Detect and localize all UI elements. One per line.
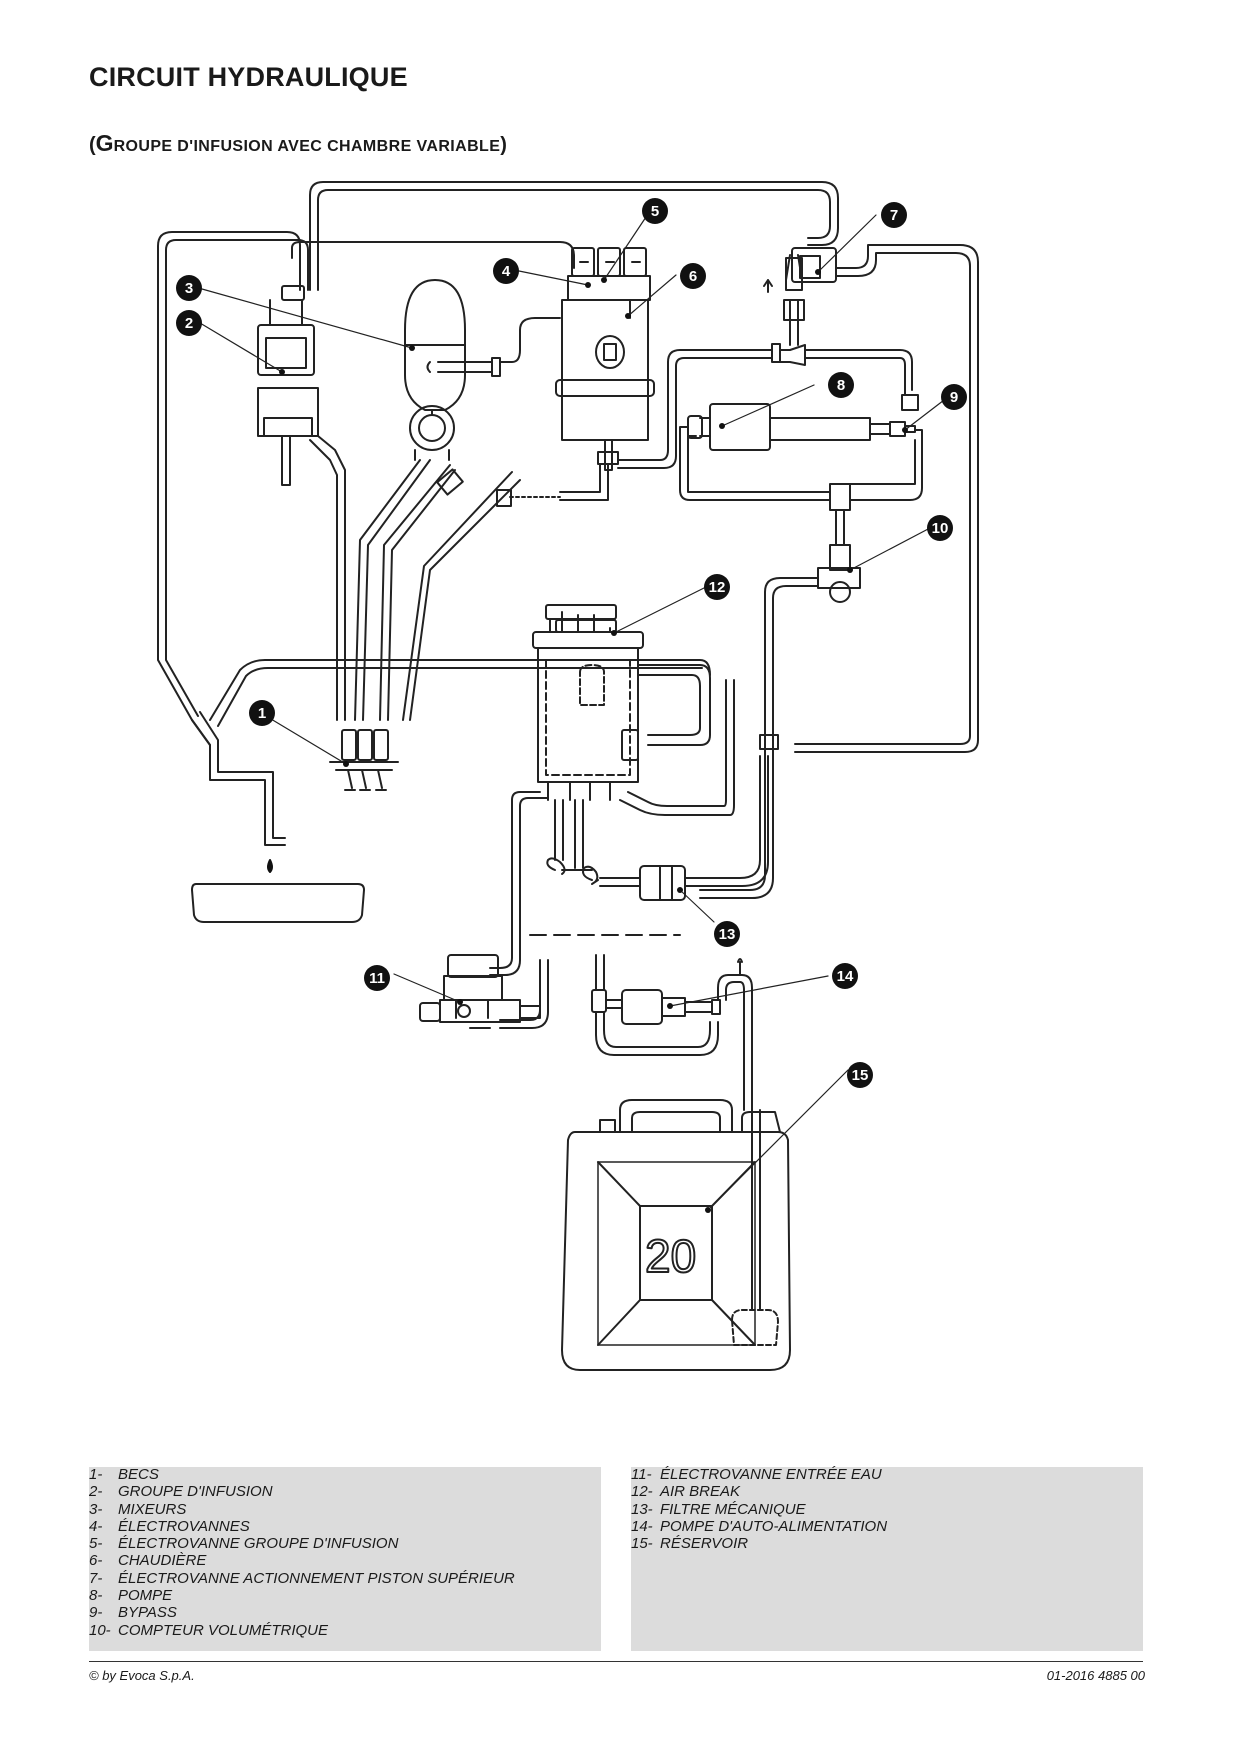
svg-text:7: 7 bbox=[890, 207, 898, 224]
page-title: CIRCUIT HYDRAULIQUE bbox=[89, 62, 408, 92]
callout-8: 8 bbox=[828, 372, 854, 398]
legend-item: 15-RÉSERVOIR bbox=[631, 1535, 749, 1553]
legend-item: 11-ÉLECTROVANNE ENTRÉE EAU bbox=[631, 1466, 882, 1483]
subtitle-open: ( bbox=[89, 134, 96, 156]
brewing-group bbox=[257, 285, 346, 721]
legend-item: 4-ÉLECTROVANNES bbox=[89, 1517, 250, 1535]
callout-3: 3 bbox=[176, 275, 202, 301]
lower-pipes bbox=[489, 755, 769, 1029]
legend-item: 12-AIR BREAK bbox=[631, 1483, 741, 1501]
svg-text:15: 15 bbox=[852, 1067, 869, 1084]
legend-item: 7-ÉLECTROVANNE ACTIONNEMENT PISTON SUPÉR… bbox=[89, 1569, 515, 1587]
svg-text:8: 8 bbox=[837, 377, 845, 394]
spouts bbox=[329, 729, 399, 791]
svg-text:3: 3 bbox=[185, 280, 193, 297]
svg-text:1: 1 bbox=[258, 705, 266, 722]
legend-item: 9-BYPASS bbox=[89, 1604, 177, 1622]
footer-document-code: 01-2016 4885 00 bbox=[1046, 1668, 1145, 1683]
svg-text:12: 12 bbox=[709, 579, 726, 596]
page-subtitle: (GROUPE D'INFUSION AVEC CHAMBRE VARIABLE… bbox=[89, 130, 507, 157]
svg-text:4: 4 bbox=[502, 263, 511, 280]
tank-capacity-label: 20 bbox=[645, 1230, 696, 1282]
svg-text:2: 2 bbox=[185, 315, 193, 332]
pump-loop-pipes bbox=[617, 244, 979, 753]
legend-item: 10-COMPTEUR VOLUMÉTRIQUE bbox=[89, 1621, 329, 1639]
callouts: 1 2 3 4 5 6 7 8 9 10 11 12 13 14 15 bbox=[176, 198, 967, 1088]
top-loop-pipes bbox=[309, 181, 839, 291]
svg-text:5: 5 bbox=[651, 203, 659, 220]
left-pipe-pipes bbox=[157, 231, 575, 746]
callout-15: 15 bbox=[847, 1062, 873, 1088]
callout-13: 13 bbox=[714, 921, 740, 947]
svg-text:6: 6 bbox=[689, 268, 697, 285]
svg-text:11: 11 bbox=[369, 970, 385, 987]
volumetric-counter bbox=[699, 544, 861, 899]
callout-dots bbox=[279, 269, 908, 1213]
callout-6: 6 bbox=[680, 263, 706, 289]
callout-12: 12 bbox=[704, 574, 730, 600]
svg-text:9: 9 bbox=[950, 389, 958, 406]
subtitle-close: ) bbox=[500, 134, 507, 156]
callout-5: 5 bbox=[642, 198, 668, 224]
legend-item: 2-GROUPE D'INFUSION bbox=[89, 1483, 273, 1501]
callout-2: 2 bbox=[176, 310, 202, 336]
boiler bbox=[402, 247, 655, 721]
legend-item: 14-POMPE D'AUTO-ALIMENTATION bbox=[631, 1517, 888, 1535]
legend-left-list: 1-BECS 2-GROUPE D'INFUSION 3-MIXEURS 4-É… bbox=[89, 1466, 515, 1639]
hydraulic-diagram: 20 bbox=[157, 181, 979, 1371]
self-feeding-pump bbox=[591, 954, 761, 1311]
callout-9: 9 bbox=[941, 384, 967, 410]
subtitle-rest: ROUPE D'INFUSION AVEC CHAMBRE VARIABLE bbox=[113, 138, 501, 155]
subtitle-lead: G bbox=[95, 130, 114, 156]
callout-4: 4 bbox=[493, 258, 519, 284]
footer-copyright: © by Evoca S.p.A. bbox=[89, 1668, 195, 1683]
callout-14: 14 bbox=[832, 963, 858, 989]
air-break bbox=[532, 604, 735, 816]
legend-item: 13-FILTRE MÉCANIQUE bbox=[631, 1500, 806, 1518]
legend-item: 1-BECS bbox=[89, 1466, 159, 1483]
legend-left: 1-BECS 2-GROUPE D'INFUSION 3-MIXEURS 4-É… bbox=[89, 1466, 601, 1651]
svg-text:13: 13 bbox=[719, 926, 736, 943]
svg-text:10: 10 bbox=[932, 520, 949, 537]
water-inlet-valve bbox=[419, 954, 541, 1029]
svg-text:14: 14 bbox=[837, 968, 854, 985]
callout-7: 7 bbox=[881, 202, 907, 228]
legend-item: 6-CHAUDIÈRE bbox=[89, 1552, 207, 1570]
waste-drain bbox=[191, 659, 711, 923]
callout-10: 10 bbox=[927, 515, 953, 541]
legend-item: 8-POMPE bbox=[89, 1587, 173, 1605]
callout-1: 1 bbox=[249, 700, 275, 726]
legend-item: 5-ÉLECTROVANNE GROUPE D'INFUSION bbox=[89, 1535, 399, 1553]
pump bbox=[679, 403, 923, 546]
legend-right: 11-ÉLECTROVANNE ENTRÉE EAU 12-AIR BREAK … bbox=[631, 1466, 1143, 1651]
legend-item: 3-MIXEURS bbox=[89, 1500, 187, 1518]
callout-leaders bbox=[199, 210, 949, 1211]
legend-right-list: 11-ÉLECTROVANNE ENTRÉE EAU 12-AIR BREAK … bbox=[631, 1466, 887, 1552]
callout-11: 11 bbox=[364, 965, 390, 991]
mixer bbox=[354, 279, 561, 721]
footer-divider bbox=[89, 1661, 1143, 1662]
